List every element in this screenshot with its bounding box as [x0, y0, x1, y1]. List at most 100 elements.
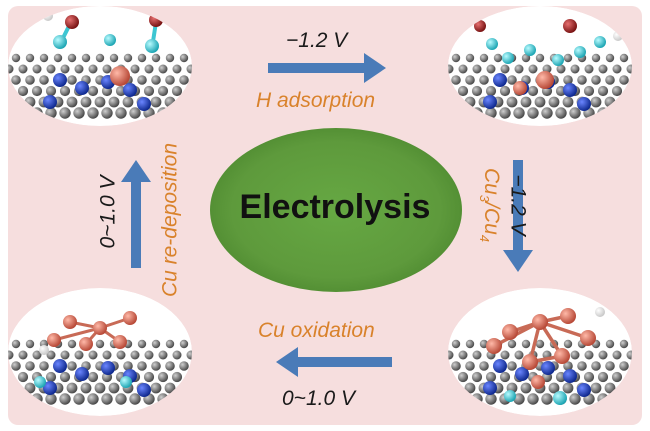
- nitrogen-atom: [137, 383, 151, 397]
- carbon-atom: [11, 361, 21, 371]
- carbon-atom: [619, 339, 629, 349]
- carbon-atom: [598, 64, 608, 74]
- carbon-atom: [583, 85, 595, 97]
- carbon-atom: [0, 383, 7, 394]
- carbon-atom: [17, 371, 29, 383]
- carbon-atom: [87, 393, 99, 405]
- hydrogen-atom: [524, 44, 536, 56]
- carbon-atom: [437, 97, 448, 108]
- hydrogen-atom: [594, 36, 606, 48]
- right-process-sub-b: 4: [476, 234, 492, 243]
- carbon-atom: [612, 350, 622, 360]
- carbon-atom: [172, 350, 182, 360]
- carbon-atom: [137, 339, 147, 349]
- nitrogen-atom: [541, 361, 555, 375]
- carbon-atom: [548, 96, 560, 108]
- carbon-atom: [0, 361, 7, 371]
- carbon-atom: [11, 339, 21, 349]
- carbon-atom: [457, 85, 469, 97]
- copper-atom: [110, 66, 130, 86]
- carbon-atom: [458, 64, 468, 74]
- carbon-atom: [95, 339, 105, 349]
- carbon-atom: [88, 64, 98, 74]
- carbon-atom: [597, 107, 609, 119]
- carbon-atom: [479, 361, 489, 371]
- carbon-atom: [450, 96, 462, 108]
- nitrogen-atom: [43, 95, 57, 109]
- carbon-atom: [115, 107, 127, 119]
- hydrogen-atom: [553, 391, 567, 405]
- nitrogen-atom: [563, 369, 577, 383]
- nitrogen-atom: [137, 97, 151, 111]
- carbon-atom: [499, 85, 511, 97]
- carbon-atom: [437, 361, 447, 371]
- arrow-top: [268, 53, 386, 83]
- carbon-atom: [157, 85, 169, 97]
- carbon-atom: [25, 75, 35, 85]
- carbon-atom: [185, 371, 192, 383]
- carbon-atom: [448, 107, 455, 119]
- carbon-atom: [521, 339, 531, 349]
- carbon-atom: [625, 393, 632, 405]
- carbon-atom: [88, 350, 98, 360]
- carbon-atom: [102, 350, 112, 360]
- carbon-atom: [179, 75, 189, 85]
- molecule-panel-bottom-right: [437, 288, 650, 416]
- carbon-atom: [60, 350, 70, 360]
- carbon-atom: [641, 351, 650, 360]
- carbon-atom: [448, 393, 455, 405]
- carbon-atom: [200, 372, 210, 382]
- carbon-atom: [73, 393, 85, 405]
- carbon-atom: [164, 382, 176, 394]
- carbon-atom: [633, 75, 643, 85]
- carbon-atom: [18, 350, 28, 360]
- carbon-atom: [185, 107, 192, 119]
- carbon-atom: [66, 382, 78, 394]
- carbon-atom: [199, 393, 210, 404]
- carbon-atom: [143, 371, 155, 383]
- carbon-atom: [590, 96, 602, 108]
- nitrogen-atom: [577, 383, 591, 397]
- carbon-atom: [178, 382, 190, 394]
- carbon-atom: [201, 351, 210, 360]
- carbon-atom: [548, 382, 560, 394]
- carbon-atom: [17, 107, 29, 119]
- carbon-atom: [94, 96, 106, 108]
- carbon-atom: [590, 382, 602, 394]
- carbon-atom: [472, 64, 482, 74]
- hydrogen-white-atom: [613, 31, 623, 41]
- molecule-panel-top-right: [437, 6, 644, 126]
- carbon-atom: [626, 64, 632, 74]
- carbon-atom: [591, 75, 601, 85]
- carbon-atom: [53, 53, 63, 63]
- carbon-atom: [485, 85, 497, 97]
- copper-atom: [513, 81, 527, 95]
- oxygen-atom: [65, 15, 79, 29]
- carbon-atom: [123, 361, 133, 371]
- carbon-atom: [619, 361, 629, 371]
- carbon-atom: [25, 53, 35, 63]
- carbon-atom: [464, 96, 476, 108]
- copper-atom: [522, 354, 538, 370]
- carbon-atom: [179, 339, 189, 349]
- carbon-atom: [130, 350, 140, 360]
- carbon-atom: [80, 382, 92, 394]
- carbon-atom: [583, 371, 595, 383]
- carbon-atom: [143, 85, 155, 97]
- carbon-atom: [612, 64, 622, 74]
- bond: [538, 320, 590, 340]
- carbon-atom: [570, 64, 580, 74]
- carbon-atom: [0, 75, 7, 85]
- carbon-atom: [32, 64, 42, 74]
- carbon-atom: [541, 107, 553, 119]
- carbon-atom: [101, 393, 113, 405]
- carbon-atom: [633, 97, 644, 108]
- carbon-atom: [115, 393, 127, 405]
- carbon-atom: [448, 350, 454, 360]
- carbon-atom: [611, 107, 623, 119]
- carbon-atom: [151, 53, 161, 63]
- carbon-atom: [514, 64, 524, 74]
- carbon-atom: [471, 85, 483, 97]
- carbon-atom: [448, 371, 455, 383]
- carbon-atom: [129, 107, 141, 119]
